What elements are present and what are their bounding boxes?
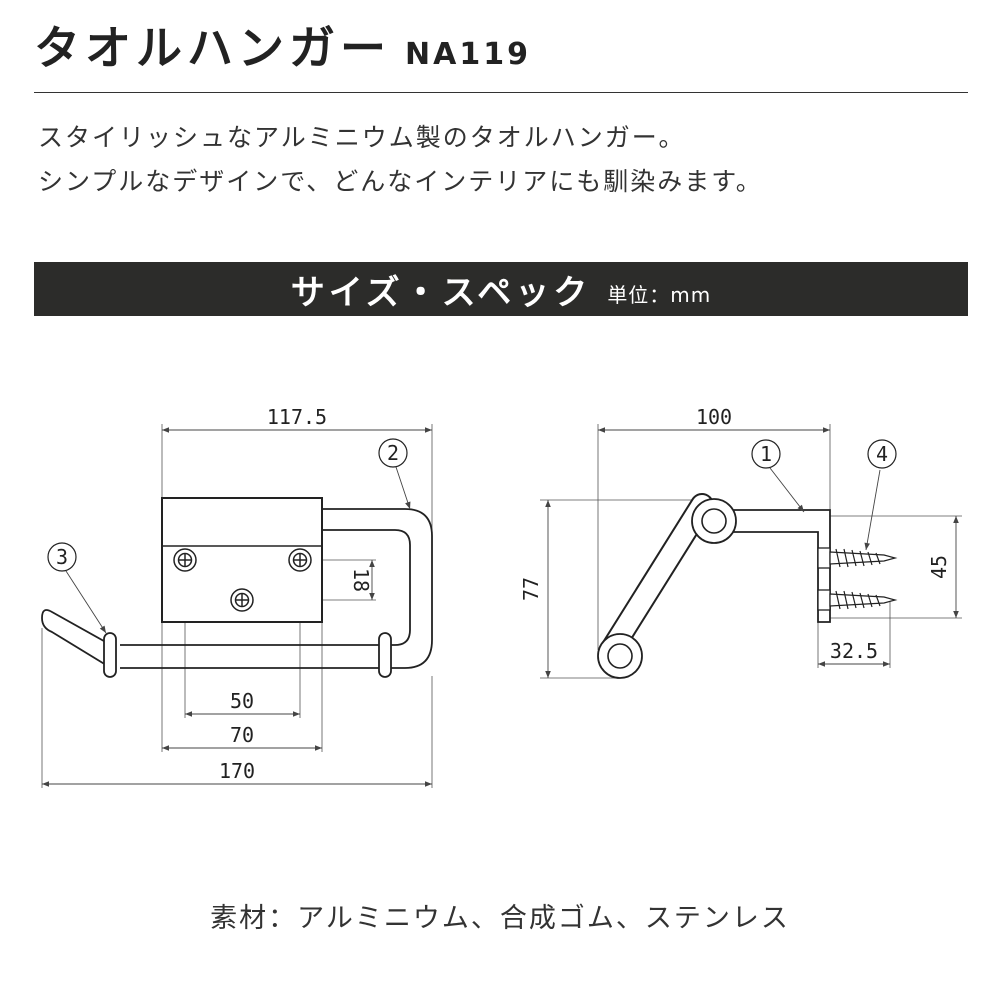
callout-circle-4 [867, 439, 897, 469]
spec-unit: 単位：mm [607, 282, 712, 307]
callout-label-3: 3 [56, 545, 68, 569]
front-dimension-lines [42, 427, 432, 787]
hanger-frame-outer [120, 508, 433, 669]
material-info: 素材：アルミニウム、合成ゴム、ステンレス [210, 903, 790, 934]
dim-45: 45 [927, 555, 951, 579]
dim-70: 70 [230, 723, 254, 747]
wood-screw-top [817, 547, 898, 569]
callout-circle-1 [751, 439, 781, 469]
wood-screw-bottom [817, 589, 898, 611]
wall-bracket [720, 509, 831, 623]
spec-title: サイズ・スペック [290, 272, 592, 313]
description-line-1: スタイリッシュなアルミニウム製のタオルハンガー。 [38, 123, 686, 152]
dim-18: 18 [349, 568, 373, 592]
dim-117-5: 117.5 [267, 405, 327, 429]
callout-label-2: 2 [387, 441, 399, 465]
hanger-frame-inner [120, 529, 411, 646]
side-view [540, 424, 962, 679]
stopper-left [103, 632, 117, 678]
front-callout-leaders [65, 466, 411, 634]
screw-head-center [230, 588, 254, 612]
product-title: タオルハンガー [34, 21, 391, 75]
bar-top-end-inner [701, 508, 727, 534]
side-dimension-lines [545, 427, 959, 678]
dim-77: 77 [519, 577, 543, 601]
dim-50: 50 [230, 689, 254, 713]
header-divider [34, 92, 968, 93]
callout-circle-2 [378, 438, 408, 468]
dim-100: 100 [696, 405, 732, 429]
callout-label-1: 1 [760, 442, 772, 466]
callout-label-4: 4 [876, 442, 888, 466]
side-extension-lines [540, 424, 962, 679]
description-line-2: シンプルなデザインで、どんなインテリアにも馴染みます。 [38, 167, 763, 196]
hanger-tip [41, 609, 112, 669]
angled-bar-inner [600, 495, 712, 662]
model-number: NA119 [405, 37, 531, 72]
title-row: タオルハンガー NA119 [34, 12, 531, 82]
product-description: スタイリッシュなアルミニウム製のタオルハンガー。 シンプルなデザインで、どんなイ… [38, 116, 763, 204]
front-view [41, 424, 433, 788]
screw-head-left [173, 548, 197, 572]
screw-head-right [288, 548, 312, 572]
callout-circle-3 [47, 542, 77, 572]
dim-32-5: 32.5 [830, 639, 878, 663]
side-callout-leaders [769, 467, 881, 551]
stopper-right [378, 632, 392, 678]
bar-bottom-end-inner [607, 643, 633, 669]
dim-170: 170 [219, 759, 255, 783]
spec-band: サイズ・スペック 単位：mm [34, 262, 968, 316]
